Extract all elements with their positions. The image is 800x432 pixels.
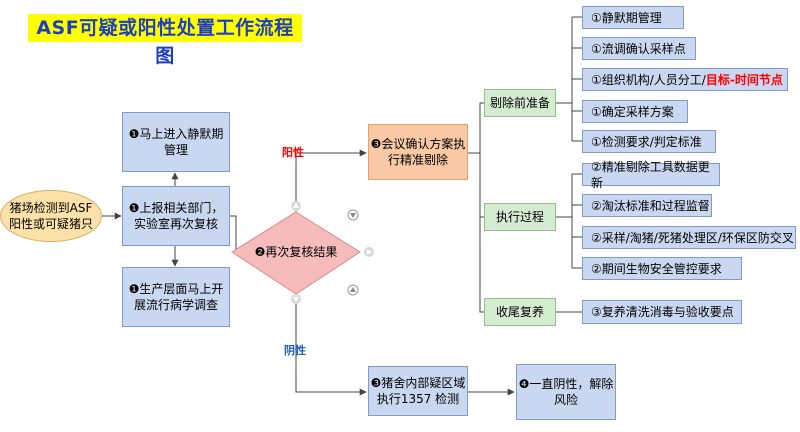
step-risk-release: ❹一直阴性，解除风险 [516, 364, 616, 420]
step-negative-test: ❸猪舍内部疑区域执行1357 检测 [368, 366, 468, 416]
connector-report-to-decision [230, 215, 237, 252]
phase-exec: 执行过程 [484, 203, 556, 231]
prep-item-3: ①组织机构/人员分工/目标-时间节点 [582, 68, 788, 91]
phase-prep: 剔除前准备 [484, 89, 556, 117]
prep-item-3-highlight: 目标-时间节点 [705, 72, 783, 87]
step-meeting-confirm: ❸会议确认方案执行精准剔除 [368, 124, 468, 180]
prep-item-3-text: ①组织机构/人员分工/ [591, 72, 706, 87]
prep-item-4: ①确定采样方案 [582, 100, 688, 123]
prep-item-5: ①检测要求/判定标准 [582, 130, 716, 153]
final-item-1: ③复养清洗消毒与验收要点 [582, 300, 742, 324]
step-report-recheck: ❶上报相关部门，实验室再次复核 [122, 186, 230, 246]
connector-decision-to-meeting [295, 149, 367, 212]
decision-label: ❷再次复核结果 [254, 245, 338, 259]
exec-item-2: ②淘汰标准和过程监督 [582, 194, 712, 217]
prep-item-2: ①流调确认采样点 [582, 37, 696, 60]
connector-decision-to-negtest [295, 294, 367, 396]
connector-meeting-to-final [479, 217, 484, 313]
step-epidemiology-survey: ❶生产层面马上开展流行病学调查 [122, 267, 230, 327]
exec-item-3: ②采样/淘猪/死猪处理区/环保区防交叉 [582, 226, 796, 249]
prep-item-1: ①静默期管理 [582, 6, 684, 29]
exec-item-1: ②精准剔除工具数据更新 [582, 160, 720, 190]
exec-item-4: ②期间生物安全管控要求 [582, 257, 742, 280]
diagram-title: ASF可疑或阳性处置工作流程图 [28, 14, 302, 67]
phase-final: 收尾复养 [484, 298, 556, 326]
negative-label: 阴性 [284, 344, 306, 357]
step-silence-period: ❶马上进入静默期管理 [122, 112, 230, 172]
positive-label: 阳性 [282, 146, 304, 159]
connector-meeting-to-prep [468, 102, 484, 154]
start-node: 猪场检测到ASF阳性或可疑猪只 [0, 190, 102, 242]
